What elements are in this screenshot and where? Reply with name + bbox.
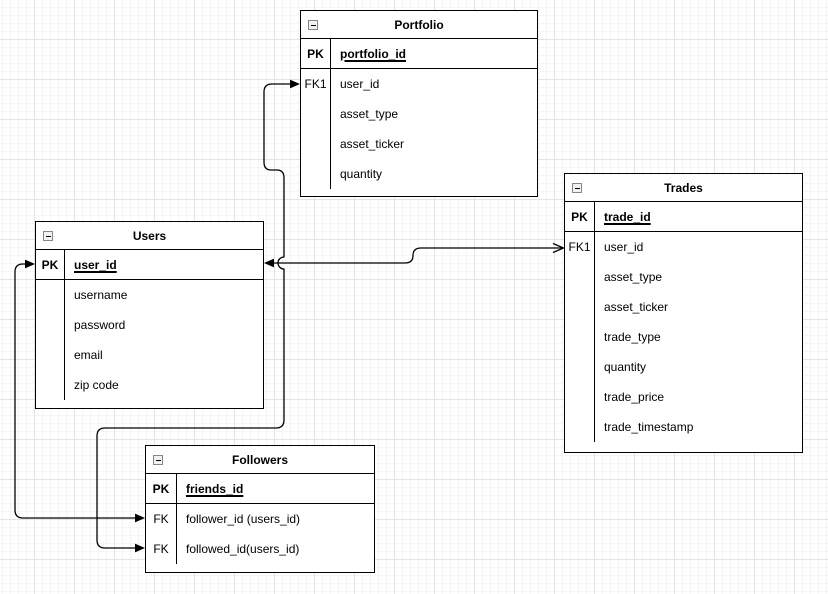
entity-trades-title-bar[interactable]: Trades (565, 174, 802, 202)
entity-portfolio[interactable]: Portfolio PK portfolio_id FK1 user_id as… (300, 10, 538, 197)
connector-users-followers-arrowhead-users[interactable] (25, 259, 35, 269)
entity-followers-title-bar[interactable]: Followers (146, 446, 374, 474)
field-label: email (74, 348, 103, 362)
field-label: user_id (74, 257, 117, 272)
entity-title: Trades (664, 180, 703, 195)
trades-row-asset_ticker[interactable]: asset_ticker (565, 292, 802, 322)
trades-row-asset_type[interactable]: asset_type (565, 262, 802, 292)
collapse-icon[interactable] (572, 183, 582, 193)
key-label (36, 280, 65, 310)
trades-row-trade_type[interactable]: trade_type (565, 322, 802, 352)
entity-title: Users (132, 228, 167, 243)
collapse-icon[interactable] (43, 231, 53, 241)
field-label: trade_id (604, 209, 651, 224)
connector-portfolio-followers-arrowhead-portfolio[interactable] (290, 79, 300, 89)
users-row-password[interactable]: password (36, 310, 263, 340)
portfolio-row-asset_type[interactable]: asset_type (301, 99, 537, 129)
entity-users[interactable]: Users PK user_id username password email… (35, 221, 264, 409)
followers-row-friends_id[interactable]: PK friends_id (146, 474, 374, 504)
users-row-zip-code[interactable]: zip code (36, 370, 263, 400)
connector-trades-users-open-arrowhead[interactable] (552, 242, 566, 254)
connector-trades-users[interactable] (273, 247, 563, 264)
connector-users-followers-arrowhead-followers[interactable] (135, 513, 145, 523)
field-label: follower_id (users_id) (186, 512, 301, 526)
field-label: trade_type (604, 330, 661, 344)
collapse-icon[interactable] (308, 20, 318, 30)
field-label: asset_type (604, 270, 663, 284)
field-label: trade_price (604, 390, 665, 404)
entity-title: Followers (231, 452, 288, 467)
key-label (565, 322, 595, 352)
portfolio-row-portfolio_id[interactable]: PK portfolio_id (301, 39, 537, 69)
trades-row-trade_timestamp[interactable]: trade_timestamp (565, 412, 802, 442)
connector-users-followers[interactable] (14, 263, 136, 519)
entity-trades[interactable]: Trades PK trade_id FK1 user_id asset_typ… (564, 173, 803, 453)
trades-row-trade_id[interactable]: PK trade_id (565, 202, 802, 232)
portfolio-row-user_id[interactable]: FK1 user_id (301, 69, 537, 99)
key-label: FK (146, 534, 177, 564)
trades-row-trade_price[interactable]: trade_price (565, 382, 802, 412)
connector-portfolio-followers-arrowhead-followers[interactable] (135, 543, 145, 553)
key-label (36, 370, 65, 400)
field-label: quantity (340, 167, 383, 181)
entity-portfolio-title-bar[interactable]: Portfolio (301, 11, 537, 39)
entity-users-title-bar[interactable]: Users (36, 222, 263, 250)
key-label (36, 340, 65, 370)
field-label: zip code (74, 378, 119, 392)
key-label: PK (146, 474, 177, 503)
field-label: portfolio_id (340, 46, 406, 61)
key-label: PK (565, 202, 595, 231)
key-label: FK (146, 504, 177, 534)
followers-row-follower_id[interactable]: FK follower_id (users_id) (146, 504, 374, 534)
users-row-user_id[interactable]: PK user_id (36, 250, 263, 280)
field-label: username (74, 288, 128, 302)
trades-row-user_id[interactable]: FK1 user_id (565, 232, 802, 262)
key-label (565, 412, 595, 442)
trades-row-quantity[interactable]: quantity (565, 352, 802, 382)
field-label: quantity (604, 360, 647, 374)
users-row-email[interactable]: email (36, 340, 263, 370)
field-label: user_id (604, 240, 644, 254)
entity-followers[interactable]: Followers PK friends_id FK follower_id (… (145, 445, 375, 573)
followers-row-followed_id[interactable]: FK followed_id(users_id) (146, 534, 374, 564)
portfolio-row-quantity[interactable]: quantity (301, 159, 537, 189)
key-label (301, 159, 331, 189)
key-label (565, 262, 595, 292)
key-label (301, 129, 331, 159)
field-label: asset_type (340, 107, 399, 121)
key-label: FK1 (301, 69, 331, 99)
key-label (565, 352, 595, 382)
key-label (565, 292, 595, 322)
connector-portfolio-followers[interactable] (96, 83, 290, 549)
collapse-icon[interactable] (153, 455, 163, 465)
field-label: asset_ticker (340, 137, 405, 151)
key-label (565, 382, 595, 412)
entity-title: Portfolio (394, 17, 444, 32)
connector-trades-users-arrowhead[interactable] (264, 258, 274, 268)
field-label: followed_id(users_id) (186, 542, 300, 556)
key-label: PK (36, 250, 65, 279)
field-label: asset_ticker (604, 300, 669, 314)
key-label: FK1 (565, 232, 595, 262)
portfolio-row-asset_ticker[interactable]: asset_ticker (301, 129, 537, 159)
field-label: friends_id (186, 481, 244, 496)
key-label (36, 310, 65, 340)
users-row-username[interactable]: username (36, 280, 263, 310)
field-label: trade_timestamp (604, 420, 694, 434)
field-label: user_id (340, 77, 380, 91)
field-label: password (74, 318, 126, 332)
key-label (301, 99, 331, 129)
key-label: PK (301, 39, 331, 68)
